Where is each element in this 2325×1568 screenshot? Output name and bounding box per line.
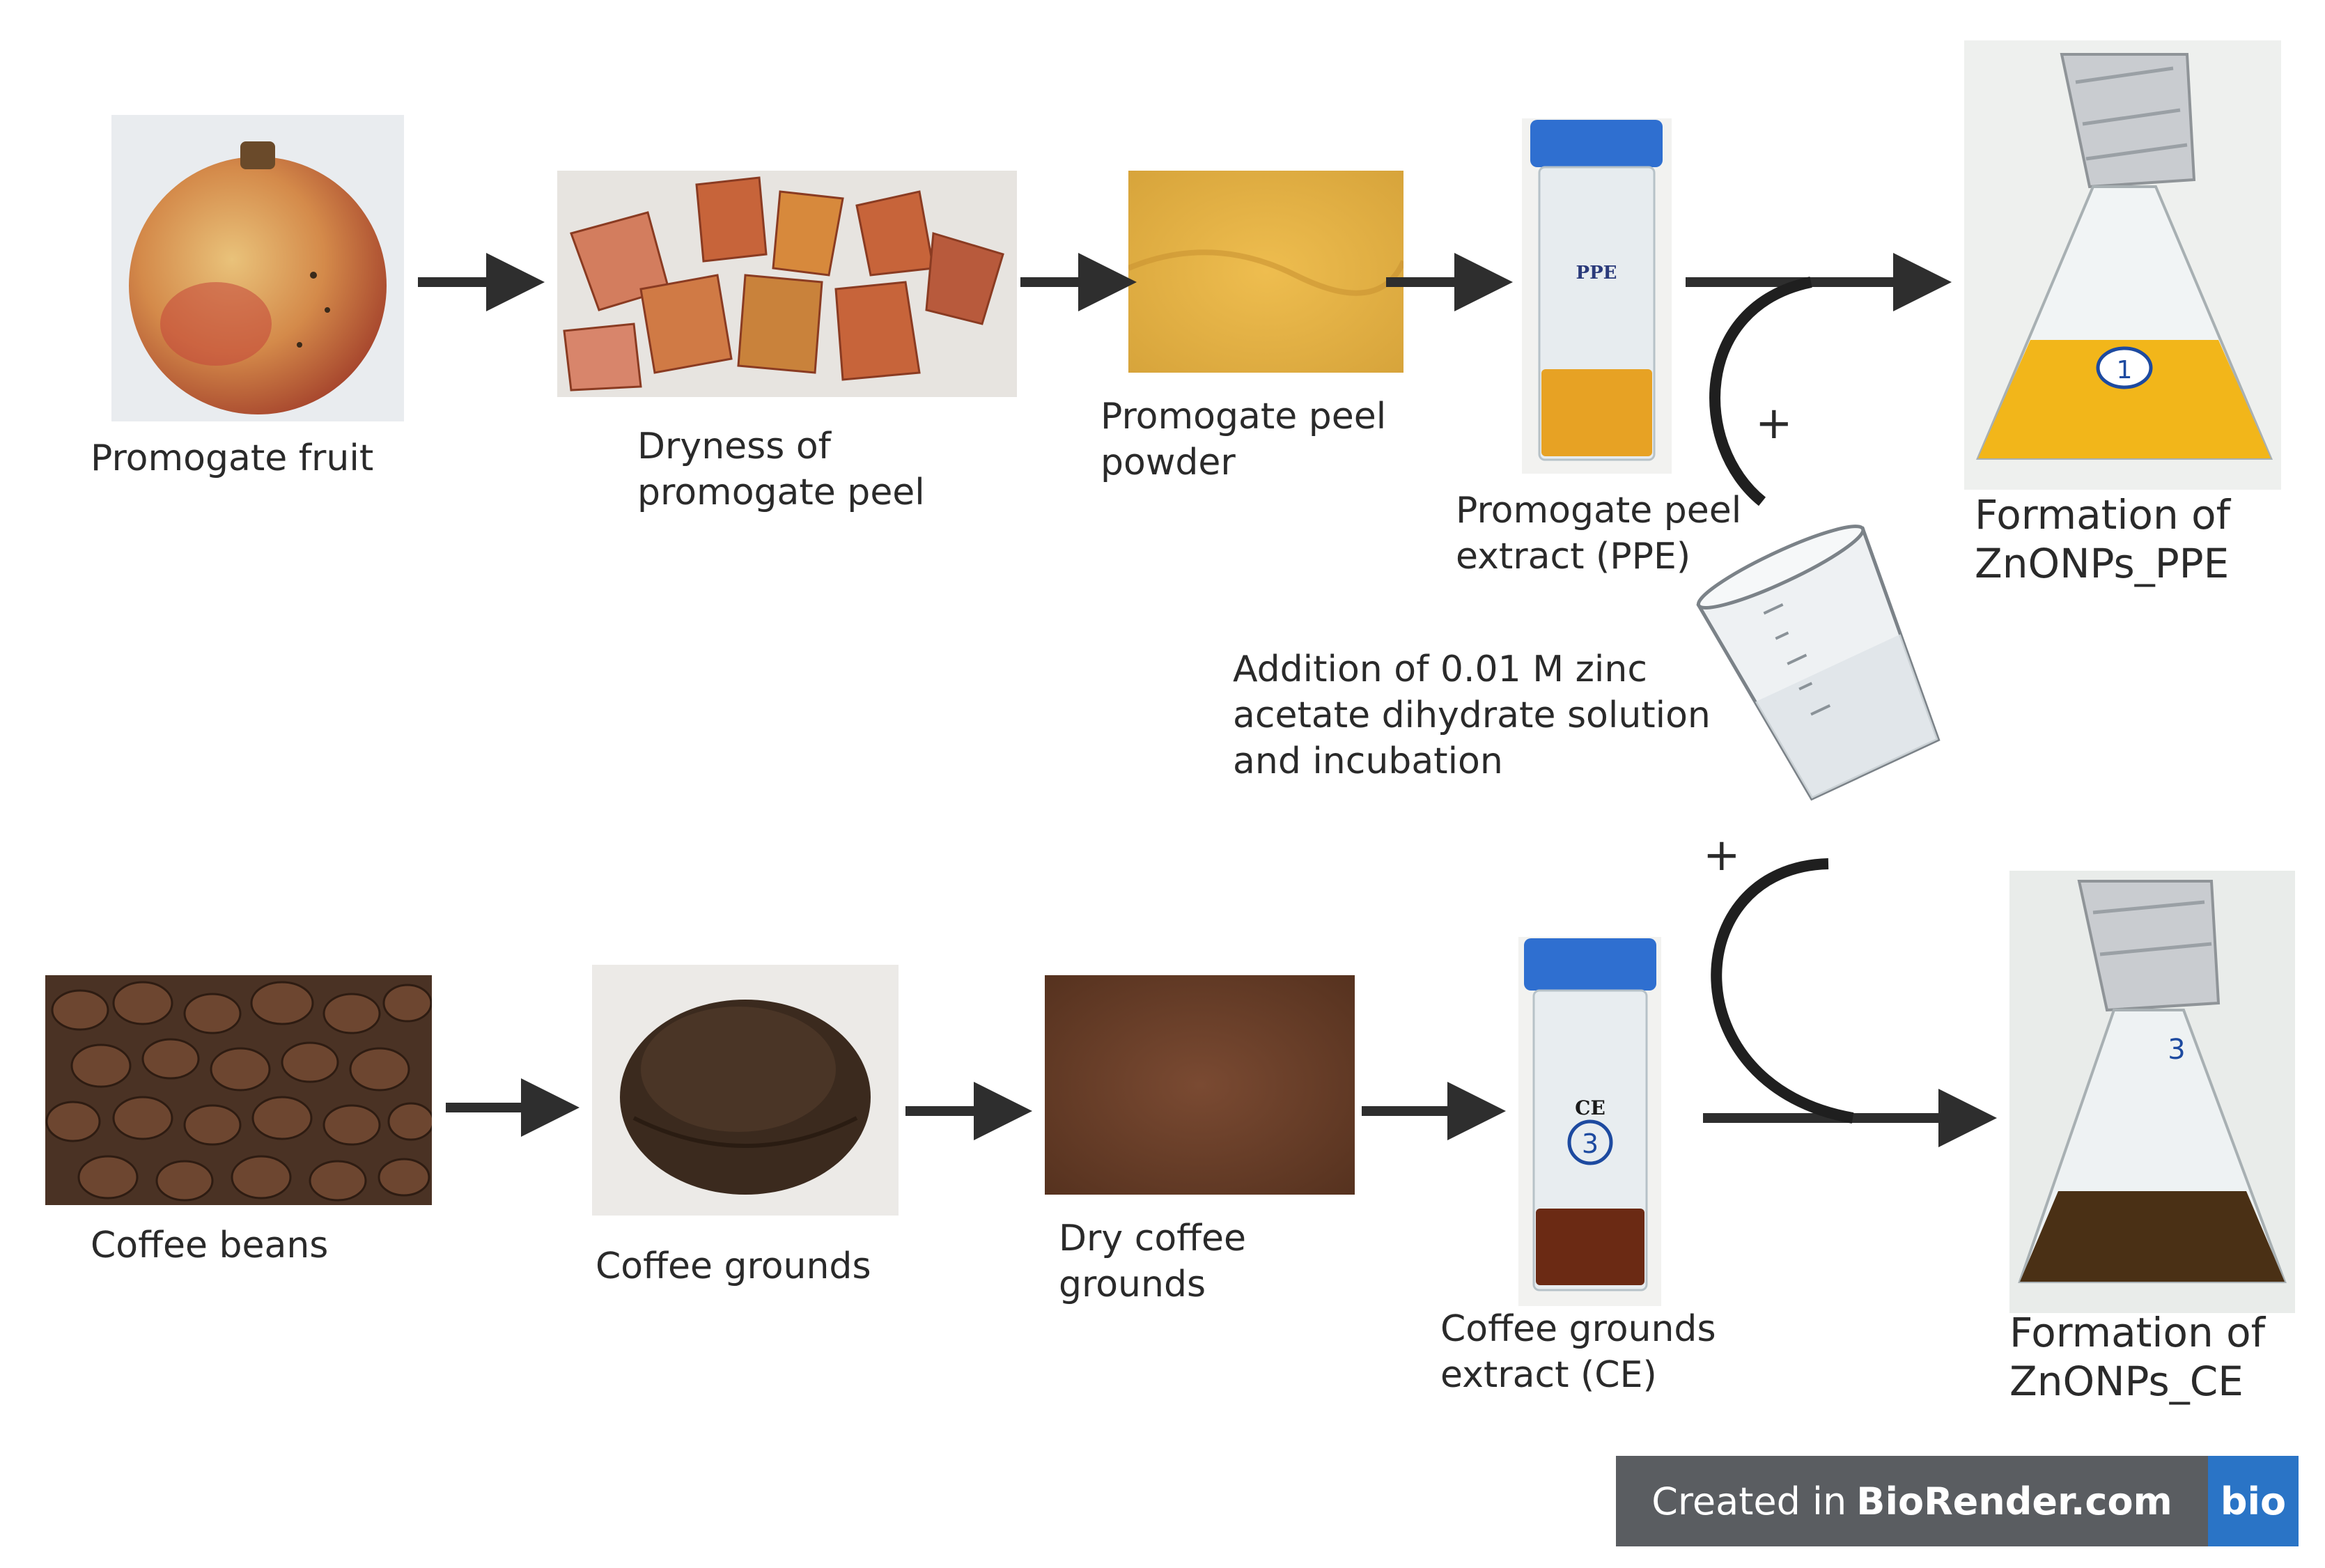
biorender-badge[interactable]: Created in BioRender.com bio [1616,1456,2299,1546]
label-coffee-extract-line1: Coffee grounds [1440,1308,1716,1350]
beaker-image [1672,515,1978,808]
label-formation-ppe-line2: ZnONPs_PPE [1975,540,2230,587]
label-formation-ppe-line1: Formation of [1975,491,2231,538]
badge-prefix: Created in [1651,1479,1847,1523]
connector-arc-bottom [1711,858,1854,1124]
label-coffee-extract-line2: extract (CE) [1440,1354,1657,1396]
flask-ce-mark: 3 [2168,1034,2185,1066]
flask-ppe-image: 1 [1964,40,2281,490]
label-dry-coffee-line2: grounds [1059,1264,1206,1305]
badge-brand: BioRender.com [1856,1479,2172,1523]
flask-ce-image: 3 [2009,871,2295,1313]
biorender-logo-icon: bio [2208,1456,2299,1546]
ppe-tube-image: PPE [1522,118,1672,474]
label-peel-extract-line1: Promogate peel [1456,490,1742,531]
flask-ppe-mark: 1 [2117,356,2133,385]
ce-tube-image: CE 3 [1518,937,1661,1306]
label-peel-extract-line2: extract (PPE) [1456,536,1691,577]
dried-peel-image [557,171,1017,397]
coffee-grounds-image [592,965,899,1216]
label-addition-line2: acetate dihydrate solution [1233,694,1711,736]
label-addition-line3: and incubation [1233,740,1503,782]
label-dryness-of-peel-line2: promogate peel [637,472,925,513]
peel-powder-image [1128,171,1403,373]
label-peel-powder-line2: powder [1101,442,1236,483]
label-formation-ce-line1: Formation of [2009,1309,2266,1356]
label-formation-ce-line2: ZnONPs_CE [2009,1358,2244,1405]
label-dry-coffee-line1: Dry coffee [1059,1218,1246,1259]
connector-arc-top [1709,277,1812,506]
dry-coffee-grounds-image [1045,975,1355,1195]
label-pomegranate-fruit: Promogate fruit [91,437,374,479]
label-coffee-grounds: Coffee grounds [596,1245,871,1287]
biorender-badge-text: Created in BioRender.com [1616,1456,2208,1546]
label-dryness-of-peel-line1: Dryness of [637,426,831,467]
label-coffee-beans: Coffee beans [91,1225,329,1266]
ce-tube-mark: 3 [1582,1128,1599,1159]
ppe-tube-text: PPE [1576,263,1617,284]
plus-sign-top: + [1755,398,1793,449]
coffee-beans-image [45,975,432,1205]
label-peel-powder-line1: Promogate peel [1101,396,1387,437]
ce-tube-text: CE [1575,1096,1605,1119]
label-addition-line1: Addition of 0.01 M zinc [1233,649,1647,690]
plus-sign-bottom: + [1703,830,1741,881]
pomegranate-fruit-image [111,115,404,421]
